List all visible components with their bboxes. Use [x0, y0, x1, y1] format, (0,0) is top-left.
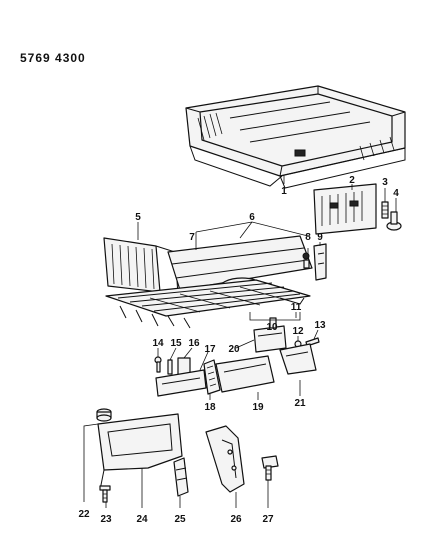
corner-21: [279, 343, 317, 375]
label-5: 5: [135, 212, 141, 223]
label-14: 14: [152, 338, 164, 349]
floor-slats: [105, 279, 311, 329]
latch-4: [386, 211, 402, 231]
label-19: 19: [252, 402, 264, 413]
splash-panel-24: [97, 413, 183, 491]
bumper-22: [96, 408, 112, 422]
document-code: 5769 4300: [20, 51, 86, 65]
label-18: 18: [204, 402, 216, 413]
front-panel: [103, 237, 179, 296]
label-11: 11: [291, 302, 302, 313]
label-20: 20: [228, 344, 240, 355]
label-23: 23: [100, 514, 112, 525]
label-13: 13: [314, 320, 326, 331]
label-2: 2: [349, 175, 355, 186]
label-4: 4: [393, 188, 399, 199]
mud-guard-17: [155, 369, 207, 397]
bolt-3: [381, 201, 389, 219]
label-8: 8: [305, 232, 311, 243]
truck-bed: [185, 85, 406, 189]
support-bracket-26: [205, 425, 245, 493]
callout-labels: 1 2 3 4 5 6 7 8 9 10 11 12 13 14 15 16 1…: [78, 175, 399, 525]
leader-lines: [83, 175, 397, 508]
bracket-25: [173, 457, 189, 497]
label-12: 12: [292, 326, 304, 337]
label-7: 7: [189, 232, 195, 243]
label-3: 3: [382, 177, 388, 188]
bolt-15: [167, 359, 173, 375]
bracket-9: [313, 243, 327, 281]
label-1: 1: [281, 186, 287, 197]
label-26: 26: [230, 514, 242, 525]
grommet-8: [302, 252, 310, 269]
label-6: 6: [249, 212, 255, 223]
tailgate: [313, 183, 377, 235]
lamp-housing-19: [215, 355, 275, 393]
bolt-23: [99, 485, 111, 503]
bracket-20: [253, 317, 287, 353]
label-9: 9: [317, 232, 323, 243]
label-22: 22: [78, 509, 90, 520]
lamp-18: [203, 359, 221, 395]
label-10: 10: [266, 322, 278, 333]
bolt-27: [261, 455, 279, 481]
label-21: 21: [294, 398, 306, 409]
label-16: 16: [188, 338, 200, 349]
label-17: 17: [204, 344, 216, 355]
label-24: 24: [136, 514, 148, 525]
label-25: 25: [174, 514, 186, 525]
bolt-14: [154, 356, 162, 373]
label-27: 27: [262, 514, 274, 525]
label-15: 15: [170, 338, 182, 349]
